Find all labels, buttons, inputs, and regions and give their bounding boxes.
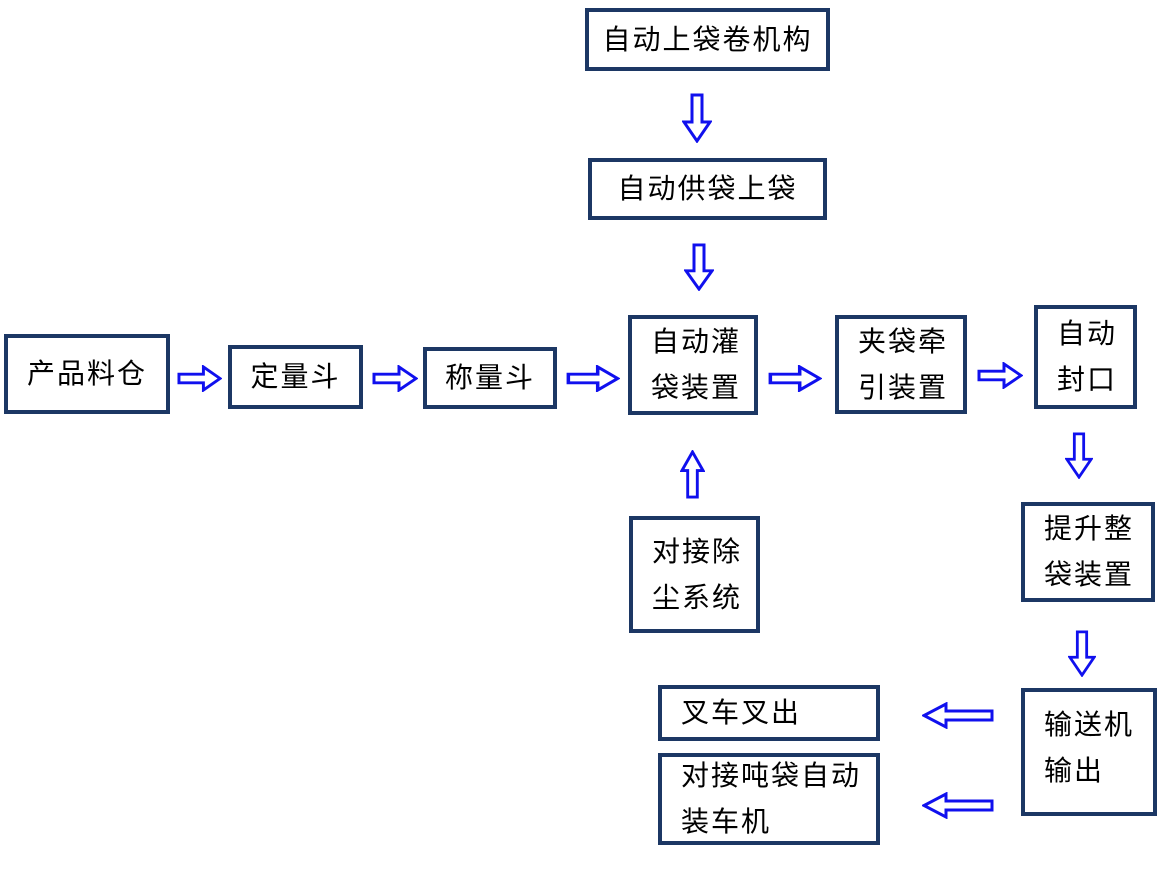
flow-arrow-right-icon <box>977 362 1023 389</box>
flow-arrow-down-icon <box>684 243 714 291</box>
node-label: 装车机 <box>681 805 772 838</box>
node-label: 自动上袋卷机构 <box>602 22 813 56</box>
node-label: 自动灌 <box>651 325 742 358</box>
node-label: 提升整 <box>1044 512 1135 545</box>
node-label: 袋装置 <box>1044 558 1135 591</box>
node-weighing-hopper: 称量斗 <box>423 347 557 409</box>
node-label: 产品料仓 <box>26 357 147 390</box>
flow-arrow-down-icon <box>1065 432 1093 479</box>
node-label: 对接除 <box>652 534 743 568</box>
node-label: 尘系统 <box>652 580 743 614</box>
node-label: 对接吨袋自动 <box>681 759 862 792</box>
flow-arrow-left-icon <box>922 702 994 729</box>
node-label: 引装置 <box>858 370 949 404</box>
node-label: 输送机 <box>1044 708 1135 741</box>
flow-arrow-right-icon <box>372 365 418 392</box>
node-auto-bag-supply: 自动供袋上袋 <box>588 158 827 220</box>
node-auto-filling: 自动灌 袋装置 <box>628 315 758 415</box>
node-product-silo: 产品料仓 <box>4 334 170 414</box>
node-label: 输出 <box>1044 754 1105 787</box>
node-label: 称量斗 <box>444 361 535 394</box>
flow-arrow-down-icon <box>682 93 712 143</box>
node-dust-removal: 对接除 尘系统 <box>629 516 760 633</box>
flow-arrow-right-icon <box>566 365 620 392</box>
node-auto-bag-roll: 自动上袋卷机构 <box>585 8 830 71</box>
flow-arrow-right-icon <box>177 365 222 392</box>
flow-arrow-right-icon <box>768 365 822 392</box>
node-forklift-out: 叉车叉出 <box>658 685 880 741</box>
flow-arrow-left-icon <box>922 792 994 819</box>
node-label: 叉车叉出 <box>681 696 802 729</box>
flow-arrow-up-icon <box>680 450 705 499</box>
node-conveyor-output: 输送机 输出 <box>1021 688 1157 816</box>
node-ton-bag-loader: 对接吨袋自动 装车机 <box>658 753 880 845</box>
node-label: 自动供袋上袋 <box>617 172 798 205</box>
node-label: 自动 <box>1057 317 1118 350</box>
flow-arrow-down-icon <box>1068 630 1096 677</box>
node-lifting: 提升整 袋装置 <box>1021 502 1155 602</box>
node-auto-sealing: 自动 封口 <box>1034 305 1137 409</box>
node-label: 封口 <box>1057 363 1118 396</box>
node-bag-clamping: 夹袋牵 引装置 <box>835 315 967 414</box>
node-label: 袋装置 <box>651 371 742 404</box>
node-label: 定量斗 <box>250 360 341 393</box>
node-label: 夹袋牵 <box>858 324 949 358</box>
node-quantitative-hopper: 定量斗 <box>228 345 363 409</box>
